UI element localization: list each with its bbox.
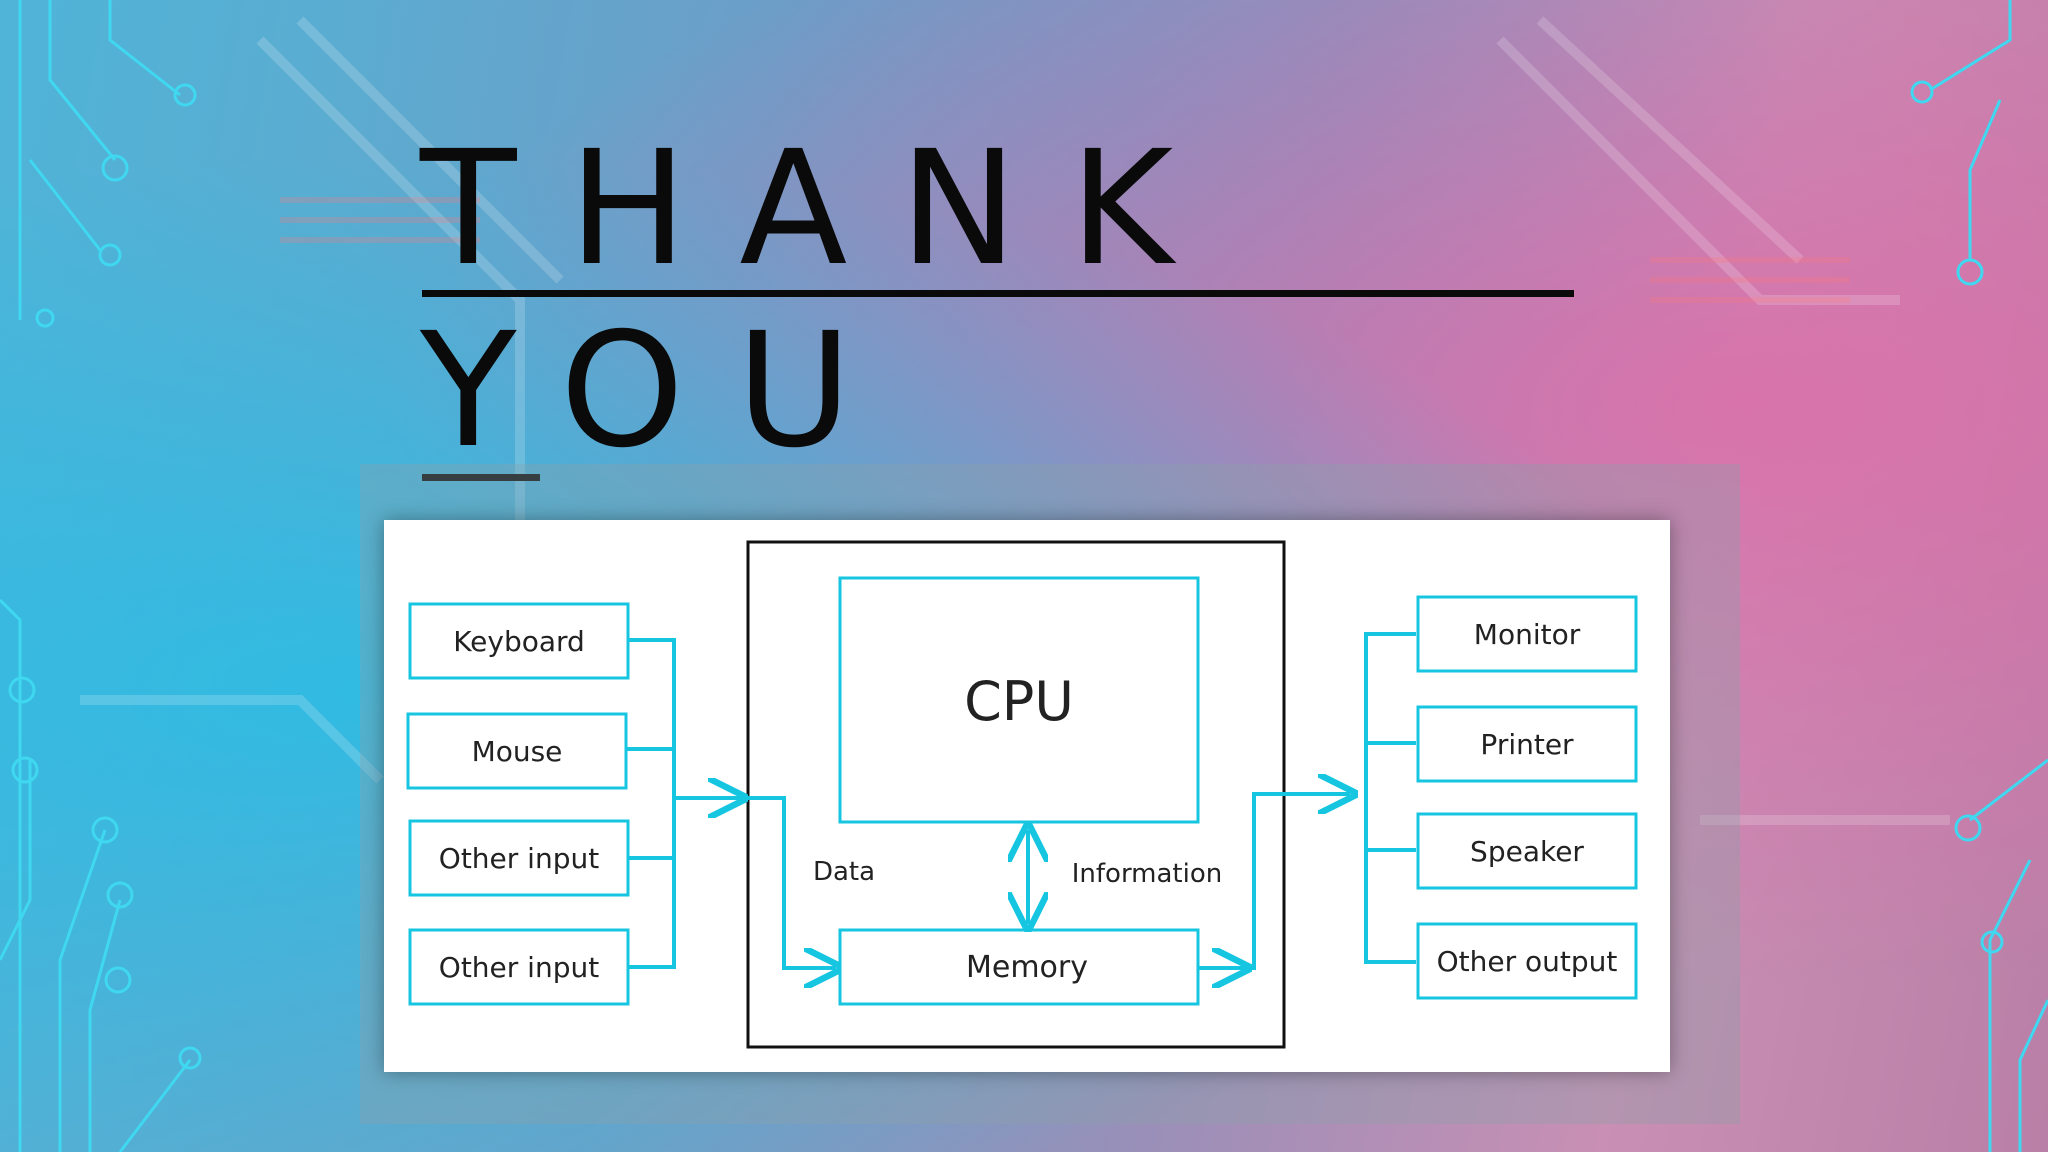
output-label-printer: Printer (1480, 728, 1574, 761)
input-box-mouse (406, 712, 628, 790)
data-flow-label: Data (813, 857, 875, 887)
title-underline (422, 290, 1574, 297)
output-label-monitor: Monitor (1474, 618, 1581, 651)
input-label-mouse: Mouse (472, 735, 563, 768)
output-box-speaker (1416, 812, 1638, 890)
output-box-other-output (1416, 922, 1638, 1000)
input-box-other-input-1 (408, 819, 630, 897)
input-label-keyboard: Keyboard (453, 625, 585, 658)
cpu-box (838, 576, 1200, 824)
computer-block-diagram: Keyboard Mouse Other input Other input C… (384, 520, 1670, 1072)
information-flow-label: Information (1072, 859, 1223, 889)
output-box-monitor (1416, 595, 1638, 673)
input-label-other-input-1: Other input (439, 842, 599, 875)
input-box-keyboard (408, 602, 630, 680)
memory-label: Memory (966, 950, 1088, 985)
input-label-other-input-2: Other input (439, 951, 599, 984)
output-label-other-output: Other output (1437, 945, 1618, 978)
output-box-printer (1416, 705, 1638, 783)
diagram-svg: Keyboard Mouse Other input Other input C… (406, 540, 1638, 1049)
output-label-speaker: Speaker (1470, 835, 1584, 868)
title-underline-second-line (422, 474, 540, 481)
input-box-other-input-2 (408, 928, 630, 1006)
slide-title: THANK YOU (420, 117, 1226, 483)
cpu-label: CPU (964, 670, 1074, 733)
